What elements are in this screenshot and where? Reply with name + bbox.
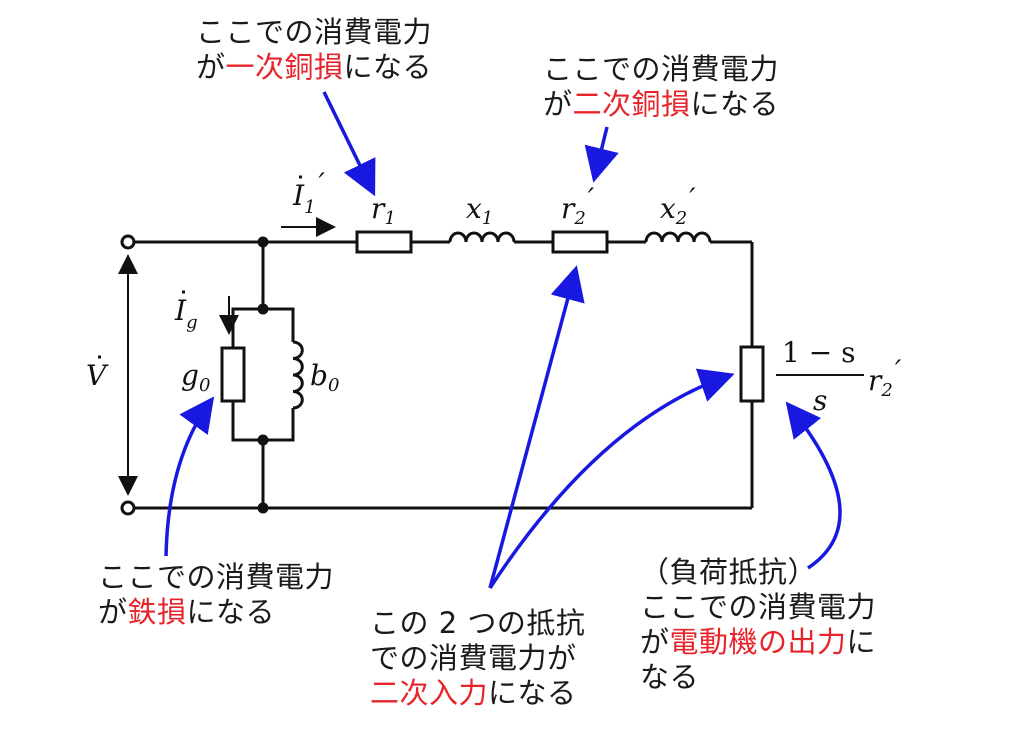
label-g0: g0 [181,359,210,396]
arrow-to-g0 [164,396,215,557]
resistor-r2 [551,230,609,254]
note-line: （負荷抵抗） [640,555,818,589]
shunt-top-bar [231,307,295,348]
resistor-r1 [355,230,413,254]
shunt-bottom-bar [231,401,295,442]
arrow-to-load [488,368,735,589]
highlight-primary-copper-loss: 一次銅損 [225,50,344,84]
note-iron-loss: ここでの消費電力 が鉄損になる [98,560,334,630]
note-line: が電動機の出力に [640,625,877,659]
note-secondary-copper-loss: ここでの消費電力 が二次銅損になる [543,52,779,122]
note-primary-copper-loss: ここでの消費電力 が一次銅損になる [196,15,432,85]
inductor-b0 [292,340,304,410]
label-load-numerator: 1 − s [782,336,855,369]
label-load-denominator: s [813,384,827,417]
note-line: ここでの消費電力 [98,560,335,594]
highlight-secondary-input: 二次入力 [370,676,489,710]
arrow-to-load-label [785,401,842,570]
highlight-secondary-copper-loss: 二次銅損 [572,87,691,121]
arrow-to-r2-bottom [488,265,585,589]
note-line: ここでの消費電力 [640,590,877,624]
highlight-motor-output: 電動機の出力 [669,625,847,659]
inductor-x2 [644,231,712,243]
note-line: が鉄損になる [98,595,276,629]
terminal-bottom [120,500,136,516]
label-v: V [86,359,109,392]
label-i1: I1′ [292,167,326,218]
junction-bottom [257,502,269,514]
inductor-x1 [448,231,516,243]
note-secondary-input: この 2 つの抵抗 での消費電力が 二次入力になる [370,606,585,711]
resistor-g0 [220,346,246,403]
note-motor-output: （負荷抵抗） ここでの消費電力 が電動機の出力に なる [640,555,876,695]
note-line: この 2 つの抵抗 [370,606,586,640]
label-load-r2: r2′ [868,354,902,401]
label-ig: Ig [174,294,198,333]
junction-shunt-top [257,303,269,315]
note-line: ここでの消費電力 [543,52,780,86]
label-b0: b0 [310,359,339,396]
junction-top [257,236,269,248]
arrow-to-r2-top [584,126,619,183]
arrow-to-r1 [322,91,376,197]
note-line: なる [640,660,700,694]
note-line: での消費電力が [370,641,577,675]
annotation-arrows [164,91,842,589]
label-x2: x2′ [660,182,696,229]
resistor-load [739,345,765,403]
highlight-iron-loss: 鉄損 [127,595,187,629]
note-line: が二次銅損になる [543,87,780,121]
label-x1: x1 [466,192,493,229]
note-line: ここでの消費電力 [196,15,433,49]
label-r2: r2′ [561,182,595,229]
note-line: が一次銅損になる [196,50,433,84]
note-line: 二次入力になる [370,676,577,710]
junction-shunt-bottom [257,434,269,446]
terminal-top [120,234,136,250]
label-r1: r1 [371,192,396,229]
